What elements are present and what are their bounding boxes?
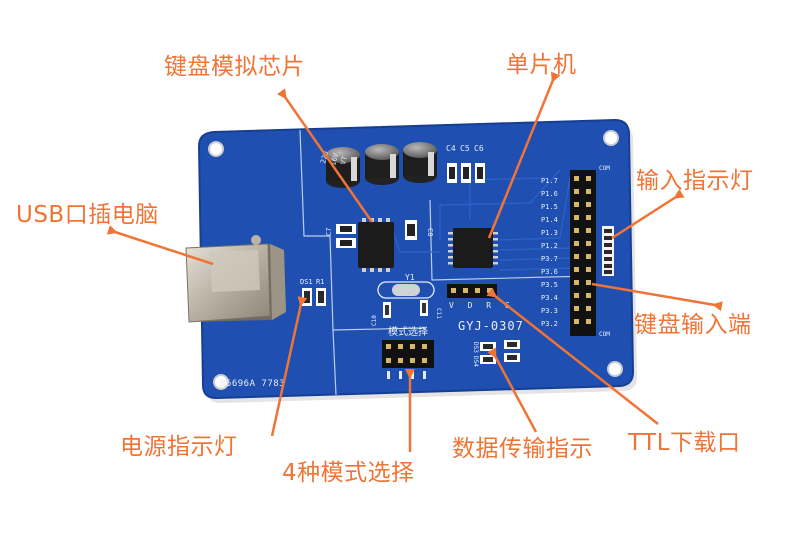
board-serial: B6696A 7783	[220, 379, 285, 389]
label-c5: C5	[460, 144, 470, 153]
callout-arrows	[106, 71, 723, 452]
arrow-usb	[106, 225, 214, 266]
header-pin	[586, 176, 591, 181]
label-ds1: DS1	[300, 278, 313, 286]
header-pin	[574, 215, 579, 220]
header-pin	[586, 202, 591, 207]
header-pin	[586, 254, 591, 259]
cap-value-label: 220	[319, 150, 330, 164]
header-pin	[574, 280, 579, 285]
callout-keyboard-input: 键盘输入端	[634, 312, 752, 338]
mode-select-header: 模式选择	[382, 325, 434, 379]
callout-mcu: 单片机	[506, 52, 577, 78]
header-com-top: COM	[599, 165, 610, 172]
header-pin	[574, 189, 579, 194]
header-pin	[586, 228, 591, 233]
header-pin	[574, 319, 579, 324]
arrow-keyboard-input	[591, 282, 723, 312]
label-r1: R1	[316, 278, 324, 286]
header-pin	[574, 267, 579, 272]
mcu-chip	[448, 228, 498, 268]
header-pin	[586, 319, 591, 324]
pin-label: P3.2	[541, 320, 558, 328]
header-pin	[574, 241, 579, 246]
pin-label: P1.6	[541, 190, 558, 198]
pin-label: P1.7	[541, 177, 558, 185]
pin-label: P3.5	[541, 281, 558, 289]
crystal: Y1 C10 C11	[371, 273, 442, 326]
label-c10: C10	[371, 315, 378, 326]
usb-b-connector	[185, 235, 286, 323]
pcb-board	[197, 118, 635, 400]
header-pin	[574, 306, 579, 311]
pin-label: P1.2	[541, 242, 558, 250]
header-pin	[586, 306, 591, 311]
label-ds3: DS3	[472, 342, 479, 353]
header-pin	[574, 228, 579, 233]
arrow-power-led	[270, 296, 308, 437]
pin-label: P3.3	[541, 307, 558, 315]
callout-ttl-port: TTL下载口	[628, 430, 741, 456]
header-pin	[574, 176, 579, 181]
arrow-input-led	[611, 189, 685, 240]
keyboard-chip	[358, 218, 394, 272]
mode-select-label: 模式选择	[388, 325, 428, 338]
callout-input-led: 输入指示灯	[636, 168, 754, 194]
smd-caps: C4 C5 C6	[446, 144, 485, 183]
header-pin	[574, 254, 579, 259]
header-pin	[586, 280, 591, 285]
header-pin	[586, 189, 591, 194]
label-c11: C11	[435, 308, 442, 319]
pin-label: P1.5	[541, 203, 558, 211]
header-pin	[574, 293, 579, 298]
callout-usb-port: USB口插电脑	[16, 202, 159, 228]
label-c6: C6	[474, 144, 484, 153]
callout-mode-select: 4种模式选择	[282, 460, 415, 486]
label-y1: Y1	[405, 273, 415, 282]
capacitor-group: 220 16V VT	[319, 142, 437, 188]
header-pin	[574, 202, 579, 207]
pin-label: P3.6	[541, 268, 558, 276]
label-ds4: DS4	[472, 356, 479, 367]
arrow-mcu	[487, 71, 561, 239]
data-leds: DS3 DS4	[472, 340, 520, 367]
label-c4: C4	[446, 144, 456, 153]
pin-label: P3.7	[541, 255, 558, 263]
arrow-keyboard-chip	[276, 88, 374, 223]
callout-keyboard-chip: 键盘模拟芯片	[164, 54, 305, 80]
header-pin	[586, 267, 591, 272]
label-c7: C7	[325, 228, 333, 236]
header-com-bottom: COM	[599, 331, 610, 338]
arrow-data-led	[487, 347, 538, 433]
ttl-pin-labels: V D R G	[449, 301, 514, 310]
label-c8: C8	[426, 228, 434, 236]
callout-data-led: 数据传输指示	[452, 436, 593, 462]
header-pin	[586, 241, 591, 246]
input-led-strip	[602, 226, 614, 276]
keyboard-input-header: COM COM	[570, 165, 610, 338]
pin-label: P1.3	[541, 229, 558, 237]
cap-voltage-label: 16V	[329, 151, 340, 166]
pin-label: P3.4	[541, 294, 558, 302]
board-model: GYJ-0307	[458, 319, 524, 333]
arrow-ttl	[486, 287, 659, 425]
pin-label-column: P1.7 P1.6 P1.5 P1.4 P1.3 P1.2 P3.7 P3.6 …	[541, 177, 558, 328]
cap-mark-label: VT	[339, 155, 349, 166]
header-pin	[586, 215, 591, 220]
header-pin	[586, 293, 591, 298]
pin-label: P1.4	[541, 216, 558, 224]
callout-power-led: 电源指示灯	[120, 434, 238, 460]
